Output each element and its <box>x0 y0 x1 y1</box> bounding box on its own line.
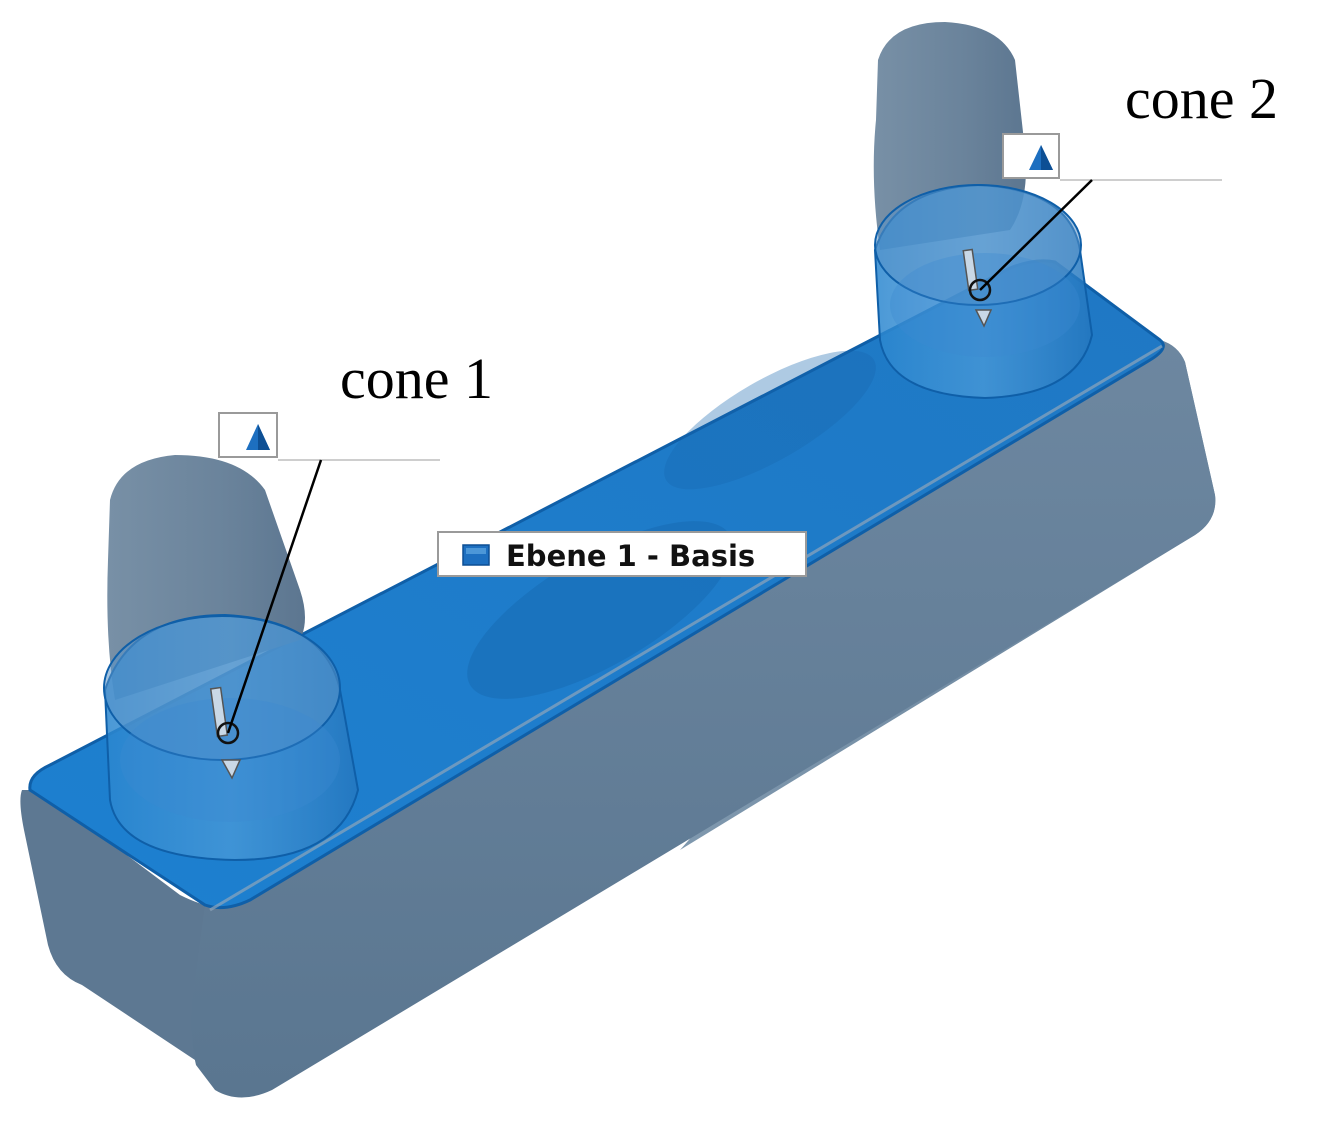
cone-2-icon-box[interactable] <box>1002 133 1060 179</box>
cone-1-annotation[interactable]: cone 1 <box>218 346 493 734</box>
cone-icon <box>246 424 270 450</box>
plane-label[interactable]: Ebene 1 - Basis <box>437 531 807 577</box>
cone-1-caption: cone 1 <box>340 346 493 411</box>
top-shade-2 <box>664 350 876 490</box>
cone-2-leader-line <box>979 179 1093 291</box>
cone-1-icon-box[interactable] <box>218 412 278 458</box>
post-1 <box>103 455 360 862</box>
block-front-face <box>191 342 1216 1098</box>
cone-icon <box>1029 145 1053 170</box>
cone-2-caption: cone 2 <box>1125 66 1278 131</box>
cone-1-axis-arrow <box>209 686 242 780</box>
cone-2-axis-arrow <box>962 248 993 328</box>
plane-square-icon <box>462 544 490 566</box>
cone-2-annotation[interactable]: cone 2 <box>979 66 1278 291</box>
block-edge-line <box>209 344 1163 912</box>
plane-label-text: Ebene 1 - Basis <box>506 539 755 573</box>
cone-2-floor <box>890 253 1080 357</box>
cone-2-rim <box>874 184 1082 306</box>
block-left-face <box>20 790 219 1062</box>
cone-1-leader-line <box>226 459 323 734</box>
post-2 <box>873 22 1094 400</box>
plane-label-box[interactable] <box>437 531 807 577</box>
